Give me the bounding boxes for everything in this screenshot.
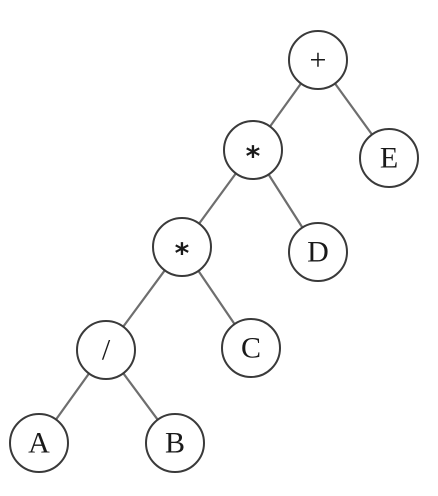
node-a: A bbox=[9, 413, 69, 473]
nodes-layer: + * E * D / C A B bbox=[9, 30, 419, 473]
edge-plus-E bbox=[333, 82, 374, 136]
node-plus-label: + bbox=[310, 44, 327, 77]
node-e-circle bbox=[359, 128, 419, 188]
edge-plus-star1 bbox=[268, 82, 303, 128]
node-divide-label: / bbox=[102, 334, 111, 367]
edge-star2-slash bbox=[122, 269, 166, 328]
node-b-label: B bbox=[165, 427, 185, 460]
node-multiply-upper-label: * bbox=[246, 140, 261, 173]
node-multiply-upper: * bbox=[223, 120, 283, 180]
node-a-circle bbox=[9, 413, 69, 473]
node-a-label: A bbox=[28, 427, 50, 460]
edge-star1-star2 bbox=[198, 172, 237, 225]
node-multiply-lower: * bbox=[152, 217, 212, 277]
node-d: D bbox=[288, 222, 348, 282]
node-plus: + bbox=[288, 30, 348, 90]
node-b-circle bbox=[145, 413, 205, 473]
edge-star1-D bbox=[267, 173, 304, 229]
edge-slash-A bbox=[54, 372, 91, 421]
node-c-circle bbox=[221, 318, 281, 378]
node-e-label: E bbox=[380, 142, 398, 175]
node-divide: / bbox=[76, 320, 136, 380]
node-divide-circle bbox=[76, 320, 136, 380]
node-c: C bbox=[221, 318, 281, 378]
node-b: B bbox=[145, 413, 205, 473]
edge-slash-B bbox=[122, 372, 159, 421]
node-d-label: D bbox=[307, 236, 329, 269]
node-e: E bbox=[359, 128, 419, 188]
node-d-circle bbox=[288, 222, 348, 282]
node-c-label: C bbox=[241, 332, 261, 365]
edge-star2-C bbox=[197, 269, 236, 326]
node-plus-circle bbox=[288, 30, 348, 90]
node-multiply-lower-circle bbox=[152, 217, 212, 277]
edges-layer bbox=[54, 82, 374, 421]
node-multiply-lower-label: * bbox=[175, 237, 190, 270]
node-multiply-upper-circle bbox=[223, 120, 283, 180]
